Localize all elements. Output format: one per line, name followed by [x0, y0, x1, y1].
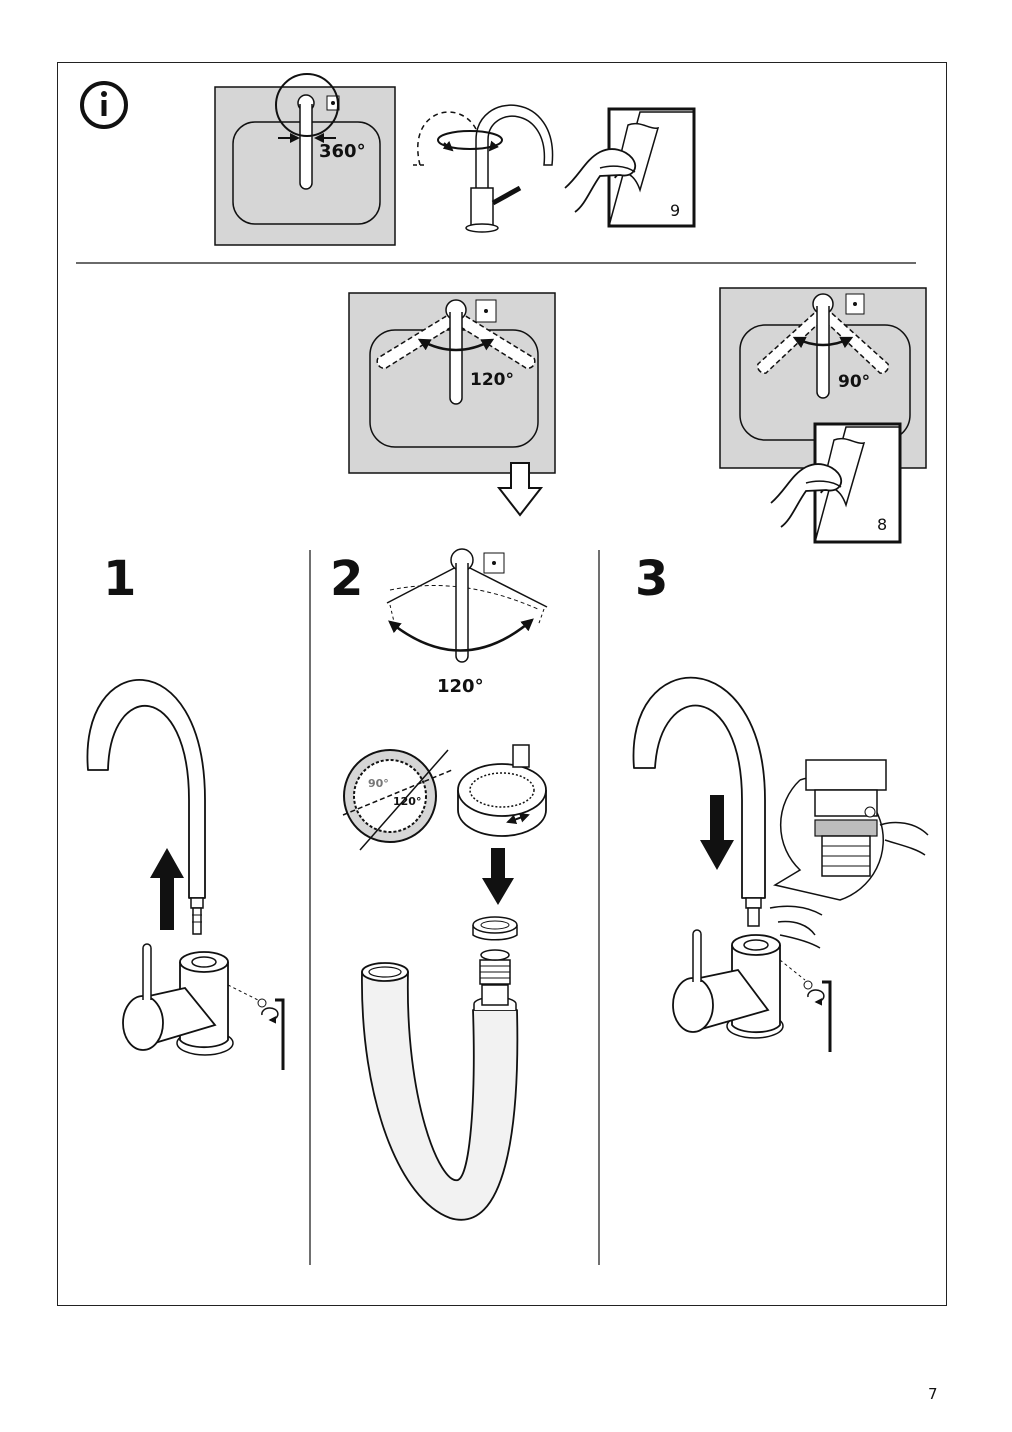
step2-toothed-ring — [342, 749, 453, 851]
step-3-number: 3 — [635, 551, 669, 607]
step3-hand-icon — [769, 905, 823, 949]
step3-down-arrow-icon — [700, 795, 734, 870]
step-1-number: 1 — [103, 551, 137, 607]
instruction-frame — [57, 62, 947, 1306]
step2-adapter-ring — [457, 744, 547, 837]
step1-up-arrow-icon — [150, 848, 184, 930]
step1-spout — [86, 678, 206, 935]
step2-down-arrow-icon — [482, 848, 514, 905]
ring-90-label: 90° — [368, 777, 389, 790]
step2-rotation-diagram — [386, 548, 548, 663]
step3-detail-callout — [773, 759, 929, 901]
sink-360-diagram — [214, 73, 396, 246]
angle-90-label: 90° — [838, 372, 871, 392]
rotation-360-label: 360° — [319, 141, 366, 162]
step2-hose — [361, 916, 519, 1221]
step3-faucet-body — [672, 929, 832, 1052]
step1-faucet-body — [122, 943, 285, 1070]
step2-angle-label: 120° — [437, 676, 484, 697]
ring-120-label: 120° — [393, 795, 422, 808]
info-icon — [80, 81, 128, 129]
sink-120-diagram — [348, 292, 556, 474]
angle-120-label: 120° — [470, 370, 514, 390]
faucet-rotate-diagram — [413, 104, 554, 233]
page-ref-8-label: 8 — [877, 515, 888, 534]
next-step-arrow-icon — [496, 462, 544, 517]
page-ref-8-icon — [770, 422, 902, 544]
page-number: 7 — [928, 1385, 938, 1403]
page-ref-9-label: 9 — [670, 201, 681, 220]
step-2-number: 2 — [330, 551, 364, 607]
page-ref-9-icon — [564, 107, 696, 228]
step3-spout — [632, 676, 766, 927]
